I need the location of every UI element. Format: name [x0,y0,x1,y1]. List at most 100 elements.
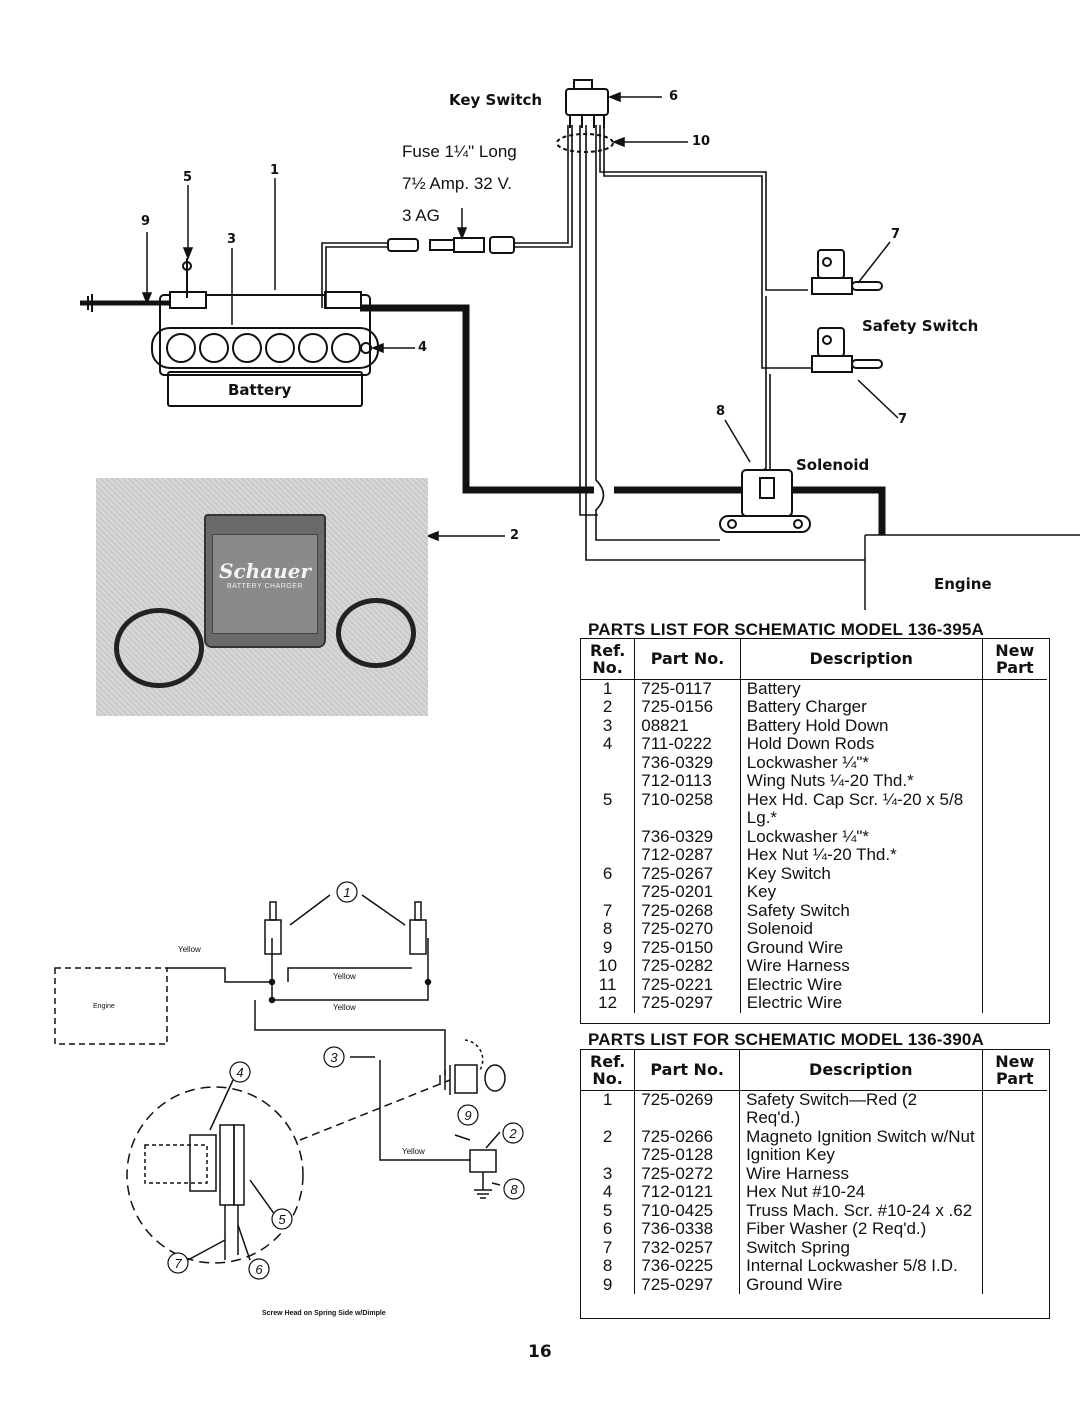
description-cell: Battery [740,679,983,698]
ref-cell: 4 [581,1182,636,1202]
callout-5: 5 [183,170,193,185]
ref-cell: 11 [581,975,636,994]
lower-wiring-diagram [54,894,506,1264]
new-part-cell [982,902,1047,921]
description-cell: Ground Wire [740,938,983,957]
safety-switch-label: Safety Switch [862,317,979,335]
header-ref-no-2: Ref. No. [581,1050,636,1090]
description-cell: Hex Nut #10-24 [739,1182,983,1202]
ref-cell [581,772,636,791]
description-cell: Hex Nut ¼-20 Thd.* [740,845,983,865]
new-part-cell [982,1257,1047,1276]
charger-cord-right [336,598,416,668]
ref-cell [581,883,636,902]
ref-cell: 8 [581,919,636,939]
callout-leaders [141,91,899,542]
ref-cell: 1 [581,679,636,698]
part-no-cell: 725-0297 [634,993,741,1013]
callout-3: 3 [227,232,237,247]
new-part-cell [982,1239,1047,1258]
yellow-wire-label-4: Yellow [402,1147,425,1156]
callout-8: 8 [716,404,726,419]
key-switch-drawing [556,79,614,153]
charger-brand: Schauer [219,559,311,583]
fuse-spec-line-2: 7½ Amp. 32 V. [402,174,512,193]
ground-wire [80,294,185,312]
battery-charger-photo: Schauer BATTERY CHARGER [96,478,428,716]
ref-cell: 12 [581,993,636,1013]
callout-2: 2 [510,528,520,543]
new-part-cell [982,1146,1047,1165]
new-part-cell [982,976,1047,995]
callout-7b: 7 [898,412,908,427]
part-no-cell: 712-0113 [634,771,741,791]
new-part-cell [982,920,1047,939]
ref-cell: 6 [581,864,636,883]
new-part-cell [982,939,1047,958]
part-no-cell: 725-0221 [634,975,741,994]
description-cell: Electric Wire [740,975,983,994]
ref-cell: 2 [581,1127,636,1146]
description-cell: Key Switch [740,864,983,883]
ref-cell [581,753,636,772]
description-cell: Solenoid [740,919,983,939]
fuse-spec-line-3: 3 AG [402,206,440,225]
description-cell: Lockwasher ¼"* [740,827,983,846]
description-cell: Battery Hold Down [740,716,983,735]
battery-label: Battery [228,381,292,399]
header-description-2: Description [739,1050,983,1090]
new-part-cell [982,865,1047,884]
description-cell: Electric Wire [740,993,983,1013]
description-cell: Wire Harness [740,956,983,976]
new-part-cell [982,1128,1047,1147]
battery-drawing [151,258,379,407]
description-cell: Ground Wire [739,1275,983,1294]
new-part-cell [982,1220,1047,1239]
part-no-cell: 725-0268 [634,901,741,920]
description-cell: Truss Mach. Scr. #10-24 x .62 [739,1201,983,1220]
ref-cell: 7 [581,1238,636,1257]
safety-switch-drawing [811,249,883,373]
fuse-drawing [387,236,515,254]
parts-list-1-frame [580,638,1050,1024]
solenoid-label: Solenoid [796,456,870,474]
new-part-cell [982,698,1047,717]
ref-cell [581,827,636,846]
description-cell: Wing Nuts ¼-20 Thd.* [740,771,983,791]
description-cell: Safety Switch [740,901,983,920]
part-no-cell: 725-0156 [634,697,741,717]
parts-list-2-table: Ref. No. Part No. Description New Part 1… [581,1050,1047,1294]
harness-wires [321,125,865,561]
description-cell: Wire Harness [739,1164,983,1183]
new-part-cell [982,883,1047,902]
callout-7a: 7 [891,227,901,242]
part-no-cell: 725-0128 [634,1145,741,1165]
parts-list-2-frame [580,1049,1050,1319]
new-part-cell [982,772,1047,791]
charger-cord-left [114,608,204,688]
description-cell: Magneto Ignition Switch w/Nut [739,1127,983,1146]
charger-face: Schauer BATTERY CHARGER [212,534,318,634]
part-no-cell: 711-0222 [634,734,741,754]
new-part-cell [982,846,1047,865]
description-cell: Hex Hd. Cap Scr. ¼-20 x 5/8 Lg.* [740,790,983,828]
new-part-cell [982,1165,1047,1184]
parts-list-1-table: Ref. No. Part No. Description New Part 1… [581,639,1047,1013]
description-cell: Ignition Key [739,1145,983,1165]
part-no-cell: 725-0266 [634,1127,741,1146]
ref-cell: 9 [581,1275,636,1294]
